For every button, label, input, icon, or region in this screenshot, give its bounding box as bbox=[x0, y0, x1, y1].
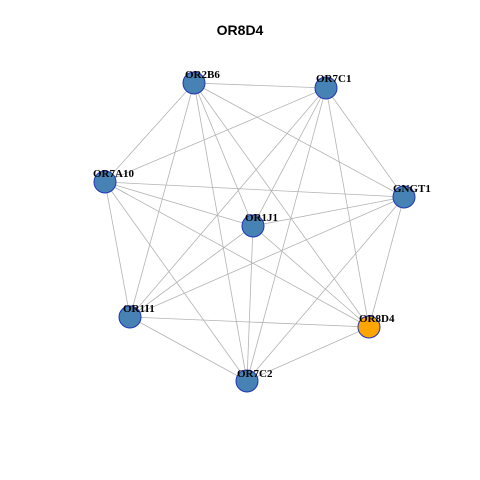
node-or7c2[interactable] bbox=[235, 369, 259, 393]
edge-or7c1-or1i1 bbox=[129, 87, 327, 318]
node-or7c1[interactable] bbox=[314, 76, 338, 100]
node-label-or7c2: OR7C2 bbox=[237, 368, 273, 380]
edge-or7c1-or1j1 bbox=[252, 87, 327, 227]
edge-or1j1-or8d4 bbox=[252, 225, 370, 328]
edge-or2b6-or8d4 bbox=[193, 82, 370, 328]
edges-layer bbox=[104, 82, 405, 382]
node-or7a10[interactable] bbox=[93, 170, 117, 194]
node-gngt1[interactable] bbox=[392, 185, 416, 209]
node-label-gngt1: GNGT1 bbox=[393, 183, 431, 195]
edge-or7c1-gngt1 bbox=[325, 87, 405, 198]
edge-or7a10-or8d4 bbox=[104, 181, 370, 328]
edge-or7a10-gngt1 bbox=[104, 181, 405, 198]
node-or2b6[interactable] bbox=[182, 71, 206, 95]
node-label-or1i1: OR1I1 bbox=[123, 303, 155, 315]
nodes-layer bbox=[93, 71, 416, 393]
edge-or2b6-or7a10 bbox=[104, 82, 195, 183]
edge-gngt1-or1j1 bbox=[252, 196, 405, 227]
edge-or1j1-or7c2 bbox=[246, 225, 254, 382]
edge-or8d4-or7c2 bbox=[246, 326, 370, 382]
labels-layer: OR2B6 OR7C1OR7A10GNGT1OR1J1OR1I1OR8D4OR7C… bbox=[93, 69, 431, 380]
node-label-or7c1: OR7C1 bbox=[316, 73, 351, 85]
edge-or2b6-or1j1 bbox=[193, 82, 254, 227]
edge-or7a10-or1i1 bbox=[104, 181, 131, 318]
edge-or1i1-or8d4 bbox=[129, 316, 370, 328]
node-or8d4[interactable] bbox=[357, 315, 381, 339]
edge-or7c1-or7a10 bbox=[104, 87, 327, 183]
edge-or2b6-or7c2 bbox=[193, 82, 248, 382]
node-or1j1[interactable] bbox=[241, 214, 265, 238]
edge-or2b6-or1i1 bbox=[129, 82, 195, 318]
node-label-or7a10: OR7A10 bbox=[93, 168, 134, 180]
node-label-or2b6: OR2B6 bbox=[185, 69, 220, 81]
edge-or7c1-or7c2 bbox=[246, 87, 327, 382]
node-label-or8d4: OR8D4 bbox=[359, 313, 395, 325]
edge-or2b6-gngt1 bbox=[193, 82, 405, 198]
edge-gngt1-or8d4 bbox=[368, 196, 405, 328]
edge-gngt1-or1i1 bbox=[129, 196, 405, 318]
node-or1i1[interactable] bbox=[118, 305, 142, 329]
edge-or1i1-or7c2 bbox=[129, 316, 248, 382]
edge-or7a10-or1j1 bbox=[104, 181, 254, 227]
edge-or2b6-or7c1 bbox=[193, 82, 327, 89]
edge-or1j1-or1i1 bbox=[129, 225, 254, 318]
node-label-or1j1: OR1J1 bbox=[245, 212, 278, 224]
chart-title: OR8D4 bbox=[216, 22, 264, 38]
edge-or7a10-or7c2 bbox=[104, 181, 248, 382]
